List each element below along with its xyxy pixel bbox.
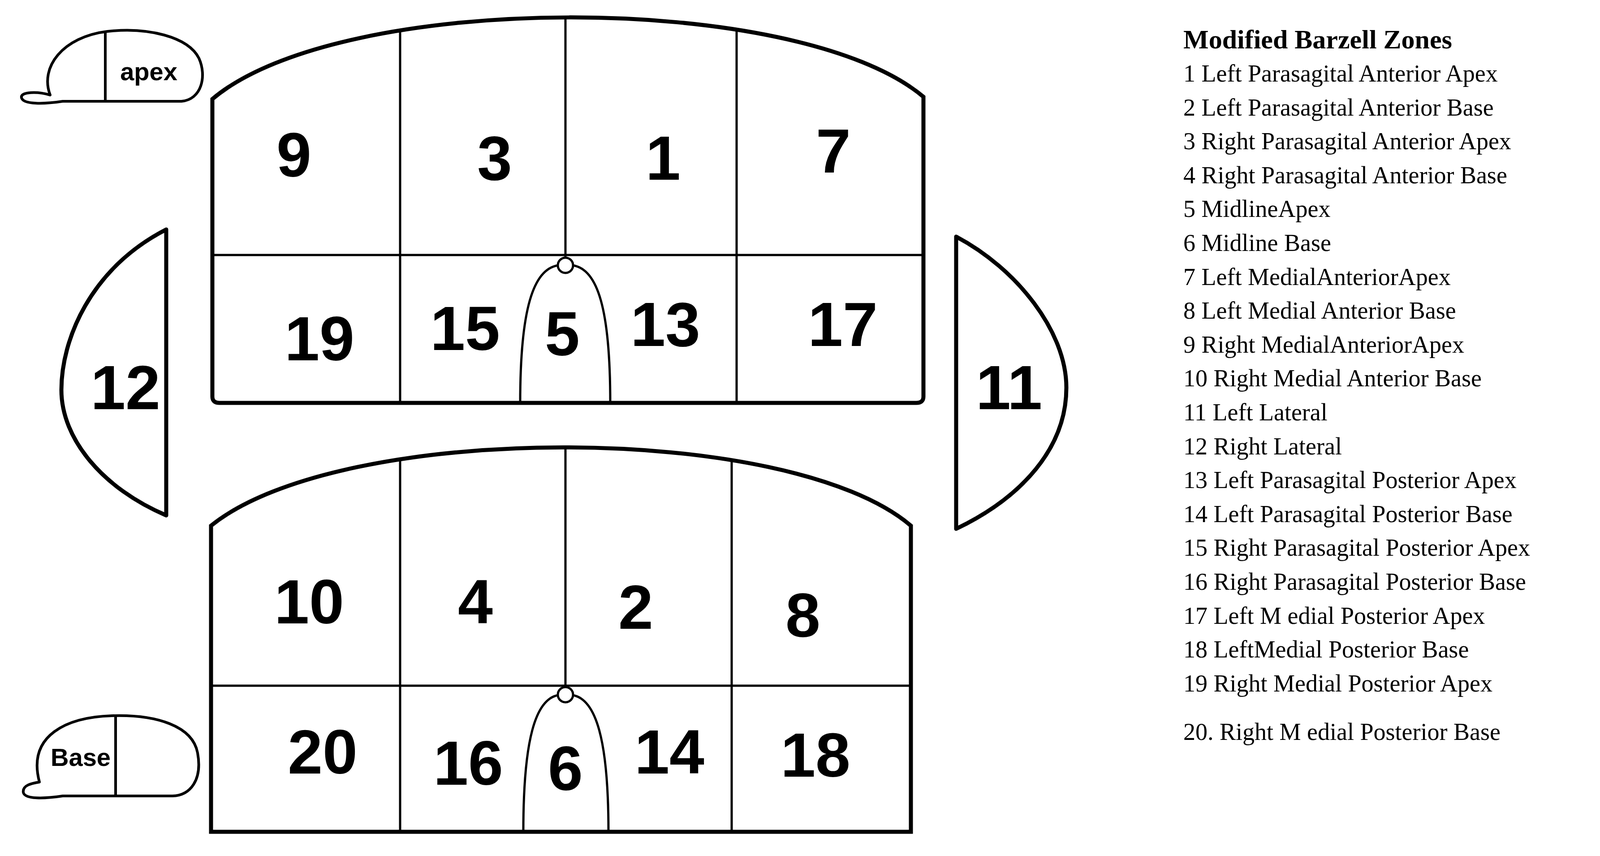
column-divider [399, 0, 402, 403]
outline-stroke [21, 30, 203, 104]
urethra-circle [557, 257, 574, 273]
base-orientation-icon: Base [20, 711, 204, 802]
zone-number: 7 [815, 119, 851, 183]
zone-description: 8 Left Medial Anterior Base [1183, 298, 1457, 323]
apex-panel [212, 0, 924, 403]
outline-stroke [23, 715, 199, 798]
zone-description: 4 Right Parasagital Anterior Base [1183, 163, 1508, 188]
outline-stroke [114, 715, 117, 796]
lateral-zone-crescent: 11 [949, 230, 1074, 536]
panel-outline [212, 17, 924, 403]
zone-description: 13 Left Parasagital Posterior Apex [1183, 467, 1517, 492]
orientation-label: apex [120, 59, 178, 85]
zone-number: 9 [276, 123, 312, 187]
zone-description: 19 Right Medial Posterior Apex [1183, 671, 1493, 696]
zone-number: 14 [634, 720, 705, 784]
orientation-label: Base [50, 744, 111, 770]
zone-description: 2 Left Parasagital Anterior Base [1183, 95, 1494, 120]
zone-description: 17 Left M edial Posterior Apex [1183, 603, 1485, 628]
zone-number: 8 [785, 583, 821, 647]
zone-number: 15 [430, 297, 501, 360]
zone-description: 7 Left MedialAnteriorApex [1183, 264, 1451, 289]
node-outline [20, 711, 204, 802]
zone-number: 11 [975, 356, 1043, 419]
zone-number: 6 [547, 737, 583, 800]
zone-number: 4 [457, 570, 493, 634]
zone-number-cell: 5 [504, 293, 621, 375]
zone-number: 12 [90, 356, 161, 419]
lateral-zone-crescent: 12 [56, 224, 173, 520]
zone-number-cell: 18 [757, 714, 874, 796]
urethra-circle [557, 686, 574, 703]
zone-description: 18 LeftMedial Posterior Base [1183, 637, 1469, 662]
zone-description: 6 Midline Base [1183, 230, 1332, 255]
outline-stroke [103, 32, 107, 102]
column-divider [730, 403, 734, 832]
column-divider [735, 0, 738, 403]
zone-number-cell: 2 [577, 566, 695, 648]
node-outline [17, 26, 207, 110]
zone-number-cell: 6 [507, 728, 624, 809]
list-title: Modified Barzell Zones [1183, 25, 1453, 53]
zone-description: 15 Right Parasagital Posterior Apex [1183, 535, 1531, 560]
zone-description: 20. Right M edial Posterior Base [1183, 719, 1501, 744]
row-divider [212, 254, 924, 257]
zone-number: 16 [433, 731, 504, 795]
zone-number-cell: 10 [250, 561, 368, 643]
zone-description: 12 Right Lateral [1183, 434, 1342, 459]
zone-number: 19 [284, 307, 355, 371]
zone-number: 5 [544, 302, 580, 366]
zone-description: 14 Left Parasagital Posterior Base [1183, 501, 1513, 527]
zone-number-cell: 20 [264, 711, 381, 793]
midline-divider [564, 0, 567, 258]
zone-description: 1 Left Parasagital Anterior Apex [1183, 61, 1498, 86]
zone-number-cell: 13 [607, 284, 724, 365]
zone-number-cell: 3 [436, 117, 553, 199]
zone-number: 13 [630, 293, 701, 356]
zone-number: 20 [287, 720, 358, 784]
apex-orientation-icon: apex [17, 26, 207, 110]
base-panel [211, 403, 911, 832]
zone-number: 1 [645, 126, 681, 190]
zone-description: 5 MidlineApex [1183, 196, 1331, 221]
zone-number-cell: 15 [406, 288, 524, 369]
zone-number: 3 [477, 126, 513, 190]
outline-stroke [61, 229, 167, 516]
zone-number-cell: 1 [604, 117, 722, 199]
zone-number-cell: 8 [744, 574, 862, 656]
zone-number: 10 [274, 570, 345, 634]
zone-number-cell: 4 [417, 561, 534, 643]
zone-number: 18 [780, 723, 851, 787]
zone-number: 2 [618, 575, 654, 639]
zone-description: 9 Right MedialAnteriorApex [1183, 332, 1465, 357]
column-divider [399, 403, 402, 832]
outline-stroke [956, 236, 1067, 529]
zone-number: 17 [807, 293, 878, 356]
zone-description: 16 Right Parasagital Posterior Base [1183, 569, 1527, 594]
row-divider [211, 684, 911, 687]
zone-description: 11 Left Lateral [1183, 400, 1328, 425]
panel-outline [211, 447, 911, 832]
zone-number-cell: 7 [775, 110, 892, 192]
zone-number-cell: 14 [611, 711, 728, 793]
zone-description: 3 Right Parasagital Anterior Apex [1183, 129, 1512, 154]
zone-number-cell: 17 [784, 284, 902, 365]
zone-description: 10 Right Medial Anterior Base [1183, 366, 1482, 391]
zone-number-cell: 16 [409, 722, 527, 804]
zone-number-cell: 19 [261, 298, 378, 380]
zone-number-cell: 9 [235, 114, 353, 196]
